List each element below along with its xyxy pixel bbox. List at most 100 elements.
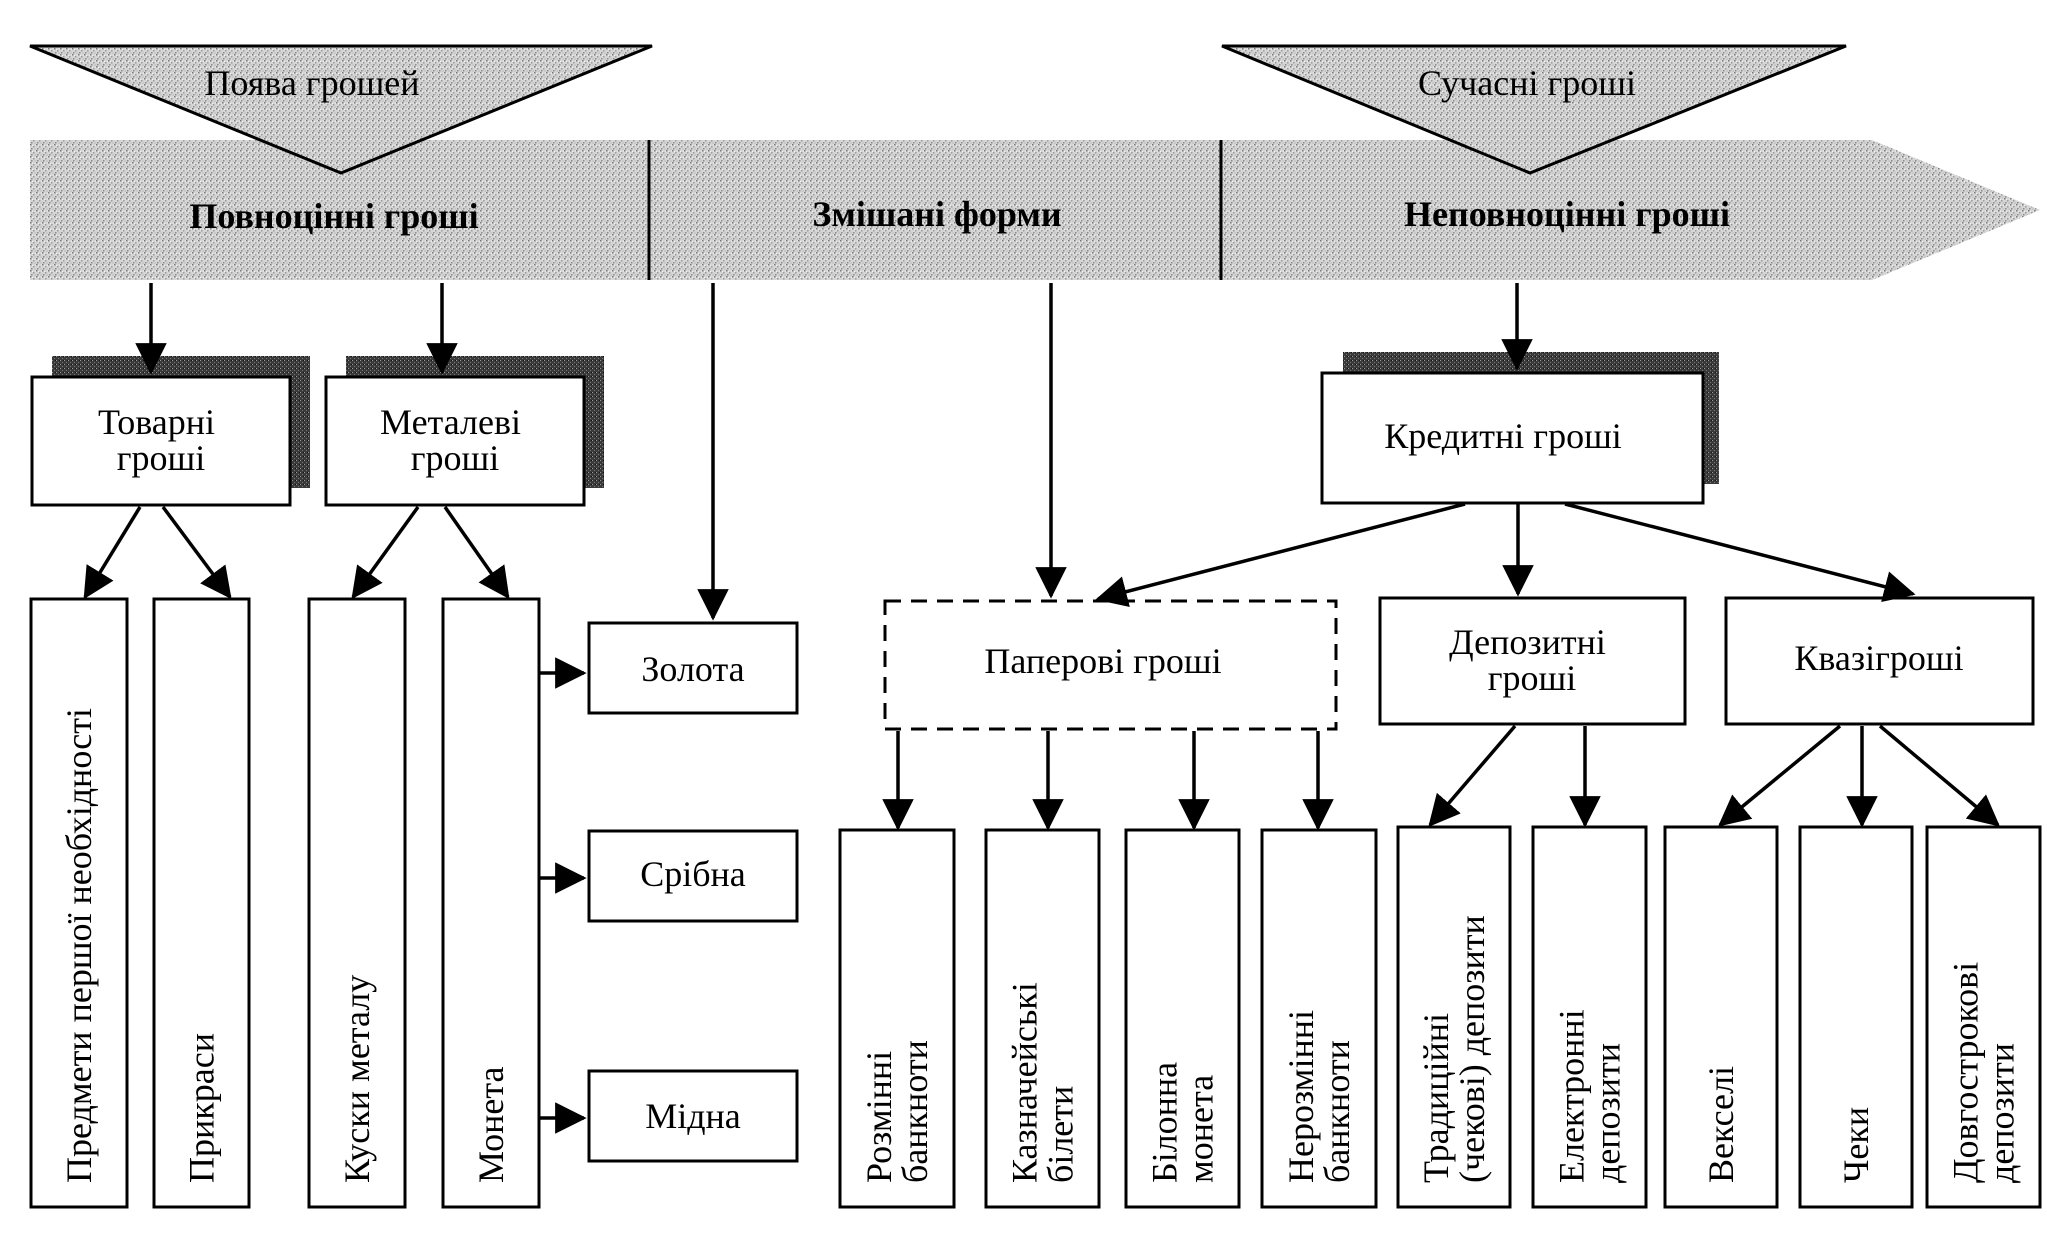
silver-coin-box	[587, 829, 799, 923]
leaf-treasury-notes-line1: Казначейські	[1005, 982, 1045, 1183]
arrow-quasi-to-bills	[1717, 724, 1842, 827]
leaf-bills-of-exchange-line1: Векселі	[1701, 1066, 1741, 1183]
leaf-treasury-notes-box	[984, 828, 1101, 1209]
quasi-money-label: Квазігроші	[1794, 638, 1963, 678]
metal-label: Металеві гроші	[380, 402, 530, 478]
leaf-coin-box	[441, 597, 541, 1209]
section-full-value-money: Повноцінні гроші	[189, 196, 478, 236]
leaf-jewelry: Прикраси	[152, 597, 251, 1209]
leaf-traditional-deposits-label: Традиційні(чекові) депозити	[1416, 915, 1492, 1183]
origin-label: Поява грошей	[204, 63, 419, 103]
commodity-box	[30, 375, 292, 507]
leaf-cheques: Чеки	[1798, 825, 1914, 1209]
modern-label: Сучасні гроші	[1418, 63, 1636, 103]
leaf-coin-label: Монета	[471, 1066, 511, 1183]
commodity-label: Товарні гроші	[98, 402, 224, 478]
copper-coin-box	[587, 1069, 799, 1163]
leaf-electronic-deposits-label: Електроннідепозити	[1552, 1009, 1628, 1183]
timeline-banner: Поява грошей Сучасні гроші Повноцінні гр…	[29, 44, 2040, 280]
leaf-bills-of-exchange-box	[1663, 825, 1779, 1209]
arrow-metal-to-pieces	[351, 505, 420, 600]
leaf-exchangeable-banknotes-line1: Розмінні	[859, 1051, 899, 1183]
paper-money-box	[883, 599, 1338, 731]
paper-money-label: Паперові гроші	[984, 641, 1221, 681]
connectors	[83, 283, 2001, 1134]
leaf-nonexchangeable-banknotes-line1: Нерозмінні	[1281, 1010, 1321, 1183]
gold-coin-label: Золота	[641, 649, 744, 689]
quasi-money-box	[1724, 596, 2035, 726]
commodity-label-line2: гроші	[117, 438, 206, 478]
modern-triangle	[1221, 44, 1847, 175]
banner-arrow	[30, 140, 2040, 280]
leaf-nonexchangeable-banknotes-line2: банкноти	[1317, 1040, 1357, 1183]
leaf-billon-coin-line2: монета	[1181, 1075, 1221, 1183]
arrow-metal-to-coin	[443, 505, 510, 600]
leaf-metal-pieces-line1: Куски металу	[337, 975, 377, 1183]
leaf-traditional-deposits-line1: Традиційні	[1416, 1013, 1456, 1183]
leaf-jewelry-label: Прикраси	[182, 1033, 222, 1183]
metal-label-line1: Металеві	[380, 402, 521, 442]
leaf-treasury-notes-label: Казначейськібілети	[1005, 982, 1081, 1183]
category-metal-money: Металеві гроші	[324, 356, 604, 507]
leaf-billon-coin-line1: Білонна	[1145, 1062, 1185, 1183]
leaf-bills-of-exchange-label: Векселі	[1701, 1066, 1741, 1183]
leaf-billon-coin-label: Білоннамонета	[1145, 1062, 1221, 1183]
silver-coin-label: Срібна	[640, 854, 746, 894]
arrow-credit-to-quasi	[1564, 502, 1916, 603]
leaf-metal-pieces-label: Куски металу	[337, 975, 377, 1183]
leaf-long-term-deposits-line1: Довгострокові	[1946, 962, 1986, 1183]
leaf-bills-of-exchange: Векселі	[1663, 825, 1779, 1209]
credit-label: Кредитні гроші	[1384, 416, 1622, 456]
coin-type-boxes: Золота Срібна Мідна	[587, 621, 799, 1163]
credit-box	[1320, 371, 1705, 505]
gold-coin-box	[587, 621, 799, 715]
leaf-traditional-deposits: Традиційні(чекові) депозити	[1396, 825, 1512, 1209]
leaf-necessities-box	[29, 597, 129, 1209]
section-mixed-forms: Змішані форми	[812, 194, 1061, 234]
leaf-coin: Монета	[441, 597, 541, 1209]
leaf-cheques-label: Чеки	[1836, 1107, 1876, 1183]
leaf-nonexchangeable-banknotes-box	[1260, 828, 1378, 1209]
leaf-nonexchangeable-banknotes-label: Нерозміннібанкноти	[1281, 1010, 1357, 1183]
leaf-necessities: Предмети першої необхідності	[29, 597, 129, 1209]
section-token-money: Неповноцінні гроші	[1404, 194, 1730, 234]
leaf-billon-coin: Білоннамонета	[1124, 828, 1241, 1209]
origin-triangle	[29, 44, 653, 175]
deposit-money-label: Депозитні гроші	[1449, 622, 1615, 698]
leaf-exchangeable-banknotes-line2: банкноти	[895, 1040, 935, 1183]
leaf-exchangeable-banknotes-box	[838, 828, 956, 1209]
copper-coin-label: Мідна	[645, 1096, 741, 1136]
arrow-deposit-to-traditional	[1428, 724, 1517, 827]
leaf-electronic-deposits-line2: депозити	[1588, 1043, 1628, 1183]
arrow-commodity-to-jewelry	[161, 505, 232, 600]
leaf-metal-pieces-box	[307, 597, 407, 1209]
leaf-billon-coin-box	[1124, 828, 1241, 1209]
leaf-traditional-deposits-box	[1396, 825, 1512, 1209]
leaf-exchangeable-banknotes-label: Розміннібанкноти	[859, 1040, 935, 1183]
leaf-necessities-label: Предмети першої необхідності	[59, 708, 99, 1183]
metal-box	[324, 375, 586, 507]
arrow-quasi-to-longterm	[1878, 724, 2001, 827]
deposit-label-line2: гроші	[1488, 658, 1577, 698]
arrow-credit-to-paper	[1095, 502, 1466, 608]
leaf-jewelry-box	[152, 597, 251, 1209]
leaf-nonexchangeable-banknotes: Нерозміннібанкноти	[1260, 828, 1378, 1209]
leaf-cheques-line1: Чеки	[1836, 1107, 1876, 1183]
leaf-long-term-deposits-box	[1925, 825, 2042, 1209]
leaf-exchangeable-banknotes: Розміннібанкноти	[838, 828, 956, 1209]
leaf-treasury-notes-line2: білети	[1041, 1086, 1081, 1183]
leaf-traditional-deposits-line2: (чекові) депозити	[1452, 915, 1492, 1183]
leaf-treasury-notes: Казначейськібілети	[984, 828, 1101, 1209]
credit-subtype-boxes: Паперові гроші Депозитні гроші Квазігрош…	[883, 596, 2035, 731]
category-credit-money: Кредитні гроші	[1320, 352, 1719, 505]
leaf-electronic-deposits-box	[1531, 825, 1648, 1209]
deposit-money-box	[1378, 596, 1687, 726]
leaf-long-term-deposits-label: Довгостроковідепозити	[1946, 962, 2022, 1183]
leaf-metal-pieces: Куски металу	[307, 597, 407, 1209]
category-commodity-money: Товарні гроші	[30, 356, 310, 507]
leaf-electronic-deposits: Електроннідепозити	[1531, 825, 1648, 1209]
arrow-commodity-to-necessities	[83, 506, 142, 600]
deposit-label-line1: Депозитні	[1449, 622, 1606, 662]
